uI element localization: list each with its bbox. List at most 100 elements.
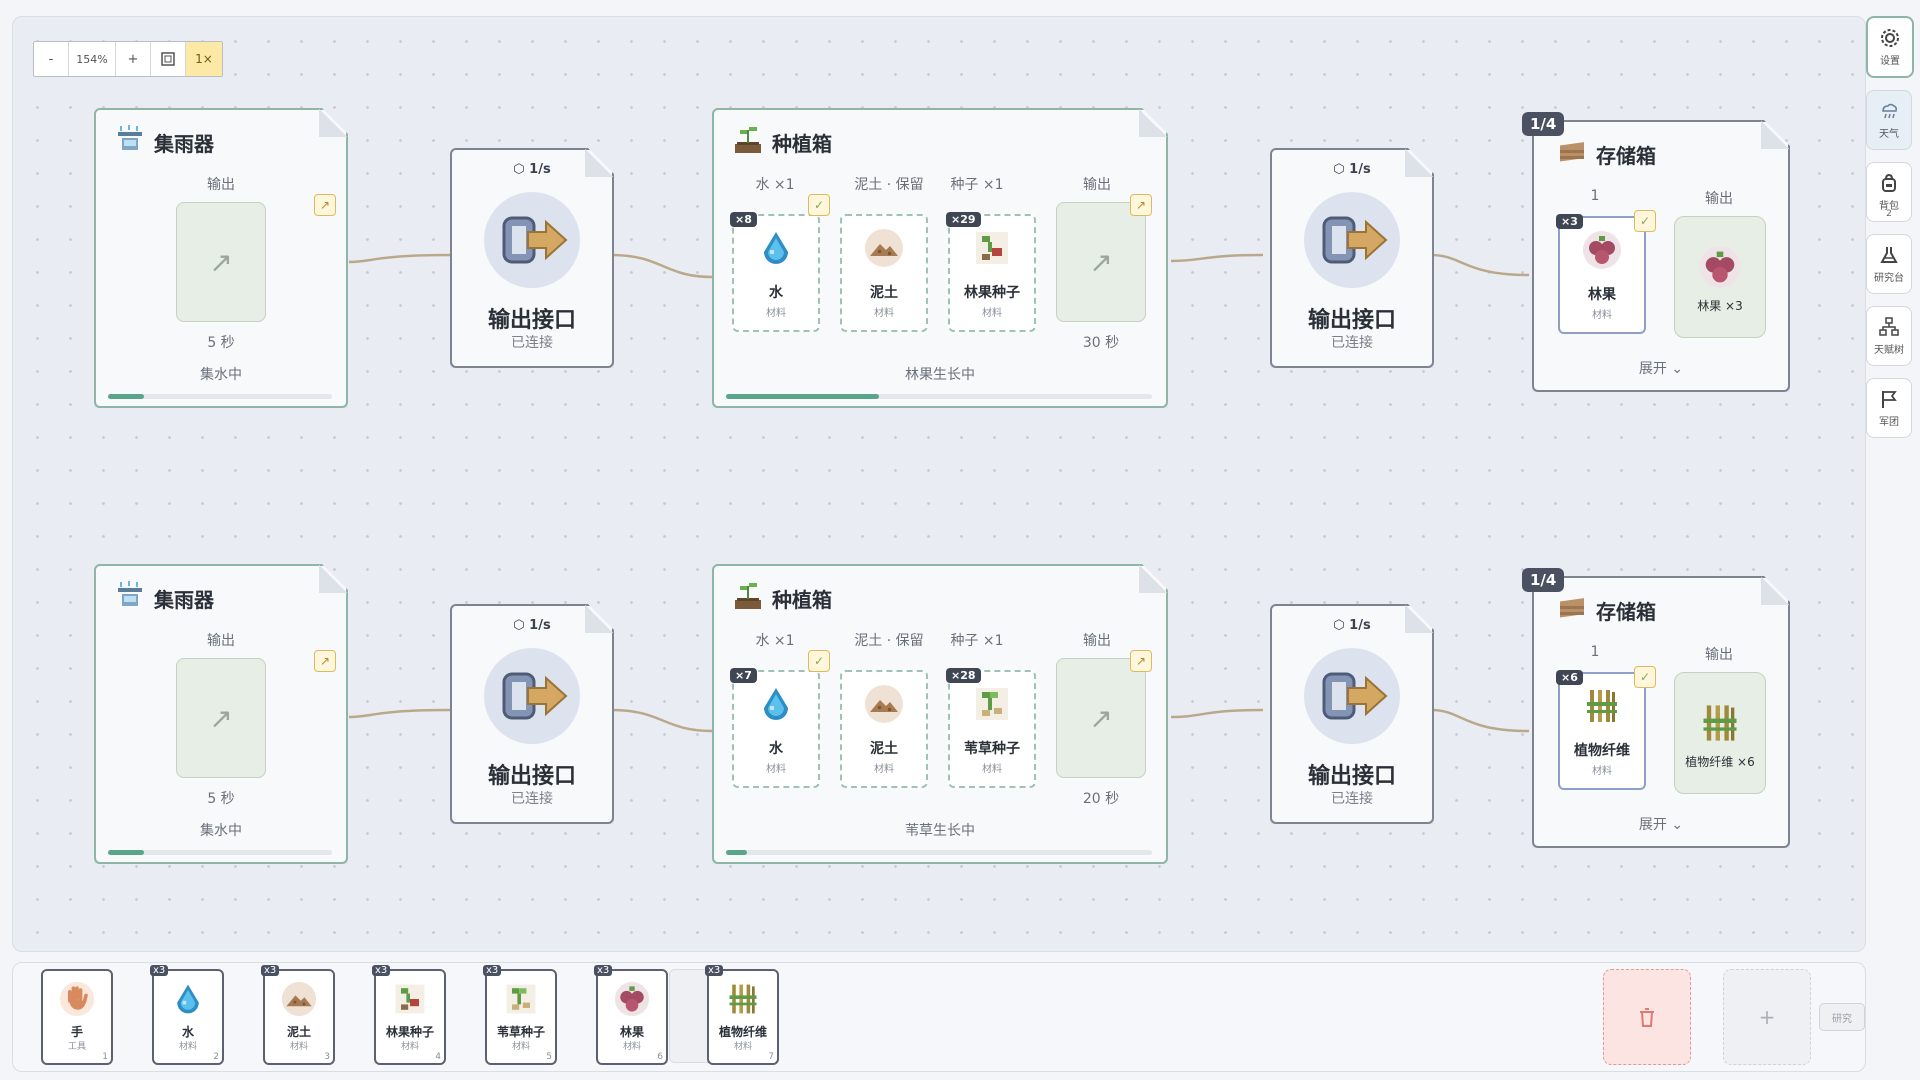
plant-fiber-icon <box>725 981 761 1017</box>
output-port-card[interactable]: ⬡ 1/s 输出接口 已连接 <box>1270 148 1434 368</box>
hotbar-item-name: 泥土 <box>286 1025 311 1039</box>
storage-item-slot[interactable]: 林果 材料 ×3 <box>1558 216 1646 334</box>
pin-icon[interactable]: ↗ <box>1130 194 1152 216</box>
arrow-out-icon: ↗ <box>209 701 233 735</box>
card-title: 存储箱 <box>1596 600 1656 624</box>
hotbar-slot[interactable]: 植物纤维 材料 7 x3 <box>705 965 779 1065</box>
output-slot[interactable]: ↗ <box>176 202 266 322</box>
planter-input-slot[interactable]: 林果种子 材料 ×29 <box>948 214 1036 332</box>
output-port-card[interactable]: ⬡ 1/s 输出接口 已连接 <box>450 148 614 368</box>
hotbar-slot[interactable]: 泥土 材料 3 x3 <box>261 965 335 1065</box>
fit-screen-button[interactable] <box>151 42 186 76</box>
hotbar-count-badge: x3 <box>483 965 502 976</box>
hotbar-slot-number: 1 <box>102 1052 108 1062</box>
sidebar-button-flask[interactable]: 研究台 <box>1866 234 1912 294</box>
sidebar-button-cloud-rain[interactable]: 天气 <box>1866 90 1912 150</box>
sidebar-button-flag[interactable]: 军团 <box>1866 378 1912 438</box>
output-port-card[interactable]: ⬡ 1/s 输出接口 已连接 <box>450 604 614 824</box>
status-label: 集水中 <box>200 823 242 839</box>
check-icon[interactable]: ✓ <box>1634 666 1656 688</box>
pin-icon[interactable]: ↗ <box>314 194 336 216</box>
item-name: 泥土 <box>870 741 898 757</box>
hotbar-slot[interactable]: 林果种子 材料 4 x3 <box>372 965 446 1065</box>
storage-card[interactable]: 存储箱 1 输出 林果 材料 ×3 ✓ 林果 ×3 展开 ⌄ <box>1532 120 1790 392</box>
water-drop-icon <box>756 684 796 724</box>
slot-label: 1 <box>1590 644 1600 660</box>
hotbar-slot[interactable]: 手 工具 1 <box>41 969 113 1065</box>
trash-icon <box>1640 1008 1654 1027</box>
storage-output-slot[interactable]: 林果 ×3 <box>1674 216 1766 338</box>
check-icon[interactable]: ✓ <box>1634 210 1656 232</box>
item-count-badge: ×29 <box>946 212 981 227</box>
reed-seed-icon <box>972 684 1012 724</box>
rain-collector-card[interactable]: 集雨器 输出 ↗ ↗ 5 秒 集水中 <box>94 108 348 408</box>
card-header: 种植箱 <box>732 580 832 617</box>
expand-button[interactable]: 展开 ⌄ <box>1638 361 1684 377</box>
item-name: 植物纤维 <box>1574 743 1630 759</box>
planter-input-slot[interactable]: 苇草种子 材料 ×28 <box>948 670 1036 788</box>
speed-button[interactable]: 1× <box>186 42 222 76</box>
hotbar-slot[interactable]: 林果 材料 6 x3 <box>594 965 668 1065</box>
output-port-card[interactable]: ⬡ 1/s 输出接口 已连接 <box>1270 604 1434 824</box>
expand-button[interactable]: 展开 ⌄ <box>1638 817 1684 833</box>
item-name: 苇草种子 <box>964 741 1020 757</box>
storage-card[interactable]: 存储箱 1 输出 植物纤维 材料 ×6 ✓ 植物纤维 ×6 展开 ⌄ <box>1532 576 1790 848</box>
cube-icon: ⬡ <box>1333 618 1350 633</box>
research-button[interactable]: 研究 <box>1819 1003 1865 1031</box>
output-slot[interactable]: ↗ <box>1056 658 1146 778</box>
planter-input-slot[interactable]: 水 材料 ×7 <box>732 670 820 788</box>
output-slot[interactable]: ↗ <box>1056 202 1146 322</box>
check-icon[interactable]: ✓ <box>808 650 830 672</box>
zoom-in-button[interactable]: + <box>116 42 151 76</box>
planter-input-slot[interactable]: 泥土 材料 <box>840 670 928 788</box>
hotbar-count-badge: x3 <box>705 965 724 976</box>
item-count-badge: ×7 <box>730 668 757 683</box>
card-title: 存储箱 <box>1596 144 1656 168</box>
rate-text: 1/s <box>529 162 551 177</box>
card-header: 存储箱 <box>1556 592 1656 629</box>
hotbar-count-badge: x3 <box>150 965 169 976</box>
hotbar-slot-number: 3 <box>324 1052 330 1062</box>
add-slot-button[interactable]: + <box>1723 969 1811 1065</box>
timer-label: 5 秒 <box>207 791 235 807</box>
port-rate: ⬡ 1/s <box>452 162 612 177</box>
arrow-out-icon: ↗ <box>209 245 233 279</box>
hotbar-count-badge: x3 <box>372 965 391 976</box>
rain-collector-icon <box>114 124 146 161</box>
hotbar: 8 + 研究 手 工具 1 水 材料 2 x3 泥土 材料 3 x3 林果种子 … <box>12 962 1866 1072</box>
hotbar-slot[interactable]: 苇草种子 材料 5 x3 <box>483 965 557 1065</box>
progress-fill <box>726 850 747 855</box>
progress-bar <box>726 394 1152 399</box>
cube-icon: ⬡ <box>513 162 530 177</box>
planter-input-slot[interactable]: 泥土 材料 <box>840 214 928 332</box>
rain-collector-card[interactable]: 集雨器 输出 ↗ ↗ 5 秒 集水中 <box>94 564 348 864</box>
plant-fiber-icon <box>1698 701 1742 745</box>
sidebar-button-backpack[interactable]: 背包 2 <box>1866 162 1912 222</box>
card-title: 集雨器 <box>154 588 214 612</box>
pin-icon[interactable]: ↗ <box>314 650 336 672</box>
port-rate: ⬡ 1/s <box>1272 162 1432 177</box>
storage-output-slot[interactable]: 植物纤维 ×6 <box>1674 672 1766 794</box>
sidebar-button-tree[interactable]: 天赋树 <box>1866 306 1912 366</box>
planter-column-label: 种子 ×1 <box>950 177 1004 193</box>
output-label: 输出 <box>1705 647 1733 663</box>
pin-icon[interactable]: ↗ <box>1130 650 1152 672</box>
output-slot[interactable]: ↗ <box>176 658 266 778</box>
planter-input-slot[interactable]: 水 材料 ×8 <box>732 214 820 332</box>
port-status: 已连接 <box>1331 791 1373 807</box>
item-type: 材料 <box>766 308 786 319</box>
hotbar-count-badge: x3 <box>594 965 613 976</box>
sidebar-label: 天赋树 <box>1874 344 1904 356</box>
sidebar-button-gear[interactable]: 设置 <box>1866 16 1914 78</box>
hotbar-slot-number: 2 <box>213 1052 219 1062</box>
trash-button[interactable] <box>1603 969 1691 1065</box>
cube-icon: ⬡ <box>513 618 530 633</box>
check-icon[interactable]: ✓ <box>808 194 830 216</box>
output-port-icon <box>1304 729 1400 748</box>
card-header: 存储箱 <box>1556 136 1656 173</box>
zoom-out-button[interactable]: - <box>34 42 69 76</box>
storage-item-slot[interactable]: 植物纤维 材料 ×6 <box>1558 672 1646 790</box>
hotbar-slot[interactable]: 水 材料 2 x3 <box>150 965 224 1065</box>
